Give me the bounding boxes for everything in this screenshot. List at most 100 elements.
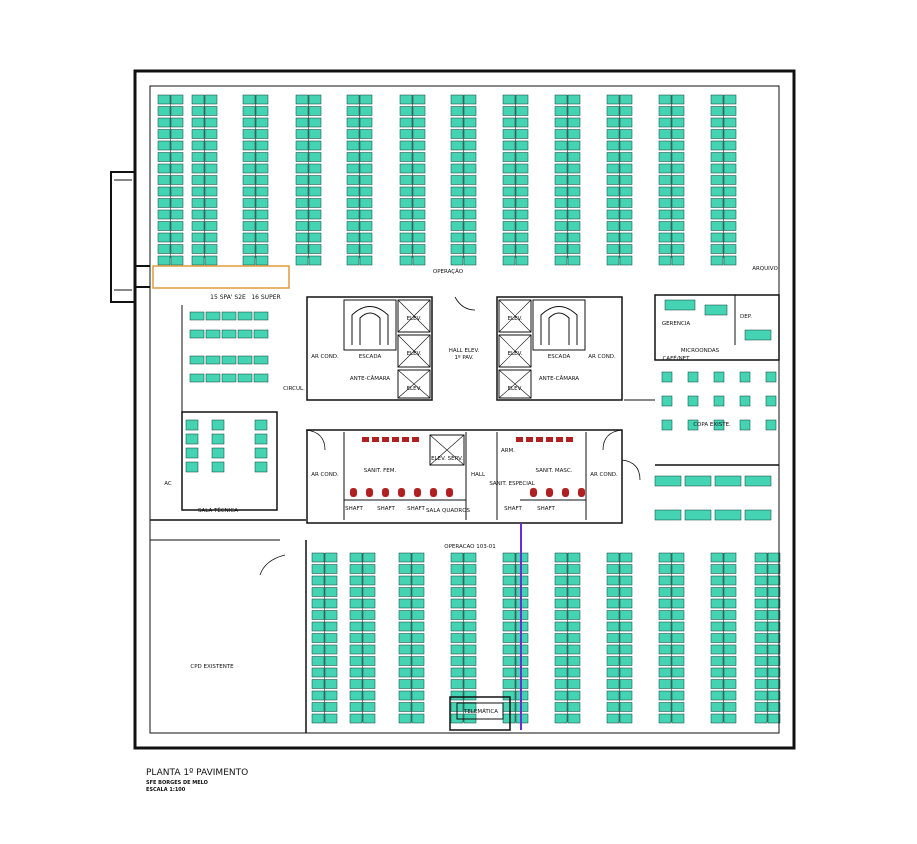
workstation [170,232,184,243]
workstation [359,255,373,266]
plan-title: PLANTA 1º PAVIMENTO [146,768,249,778]
workstation [619,163,633,174]
workstation [399,198,413,208]
workstation [311,564,325,574]
workstation [204,94,218,105]
workstation [671,667,685,678]
workstation [205,355,221,365]
workstation [191,209,205,220]
label-dep: DEP. [740,314,752,320]
workstation [502,656,516,666]
workstation [658,198,672,208]
workstation [606,713,620,724]
workstation [744,329,772,341]
workstation [349,644,363,655]
cafe-table [661,371,673,383]
workstation [567,106,581,116]
cafe-table [765,395,777,407]
workstation [346,94,360,105]
workstation [412,163,426,174]
workstation [463,679,477,689]
workstation [710,186,724,197]
workstation [254,419,268,431]
sink-fixture [382,437,389,442]
workstation [515,106,529,116]
workstation [412,117,426,128]
workstation [658,232,672,243]
workstation [255,152,269,162]
workstation [554,117,568,128]
workstation [157,175,171,185]
workstation [242,94,256,105]
workstation [204,198,218,208]
workstation [191,94,205,105]
workstation [671,106,685,116]
workstation [463,186,477,197]
workstation [411,679,425,689]
workstation [157,198,171,208]
workstation [255,163,269,174]
workstation [515,152,529,162]
workstation [204,117,218,128]
workstation [754,644,768,655]
workstation [450,255,464,266]
workstation [710,621,724,632]
workstation [204,221,218,231]
workstation [654,509,682,521]
workstation [463,690,477,701]
workstation [398,552,412,563]
workstation [346,152,360,162]
workstation [221,329,237,339]
workstation [619,564,633,574]
workstation [710,152,724,162]
workstation [567,644,581,655]
toilet-fixture [430,488,437,497]
workstation [308,106,322,116]
workstation [346,175,360,185]
workstation [619,244,633,254]
workstation [398,644,412,655]
workstation [185,461,199,473]
workstation [204,163,218,174]
label-ar-cond-3: AR COND. [311,472,339,478]
workstation [567,667,581,678]
workstation [170,186,184,197]
workstation [346,186,360,197]
workstation [412,244,426,254]
workstation [411,552,425,563]
workstation [450,552,464,563]
workstation [723,232,737,243]
workstation [346,106,360,116]
workstation [362,575,376,586]
highlight-box [152,265,290,289]
workstation [346,232,360,243]
workstation [412,186,426,197]
workstation [205,311,221,321]
workstation [502,117,516,128]
workstation [723,244,737,254]
workstation [157,106,171,116]
workstation [255,221,269,231]
toilet-fixture [562,488,569,497]
workstation [658,244,672,254]
workstation [606,598,620,609]
workstation [723,209,737,220]
workstation [411,610,425,620]
label-shaft-5: SHAFT [537,506,555,512]
furniture-layer [157,94,781,724]
workstation [349,656,363,666]
workstation [311,552,325,563]
workstation [658,667,672,678]
workstation [567,94,581,105]
workstation [658,152,672,162]
workstation [308,94,322,105]
workstation [412,232,426,243]
workstation [710,598,724,609]
workstation [671,610,685,620]
workstation [619,690,633,701]
workstation [349,690,363,701]
workstation [567,610,581,620]
workstation [606,564,620,574]
workstation [567,140,581,151]
workstation [324,575,338,586]
